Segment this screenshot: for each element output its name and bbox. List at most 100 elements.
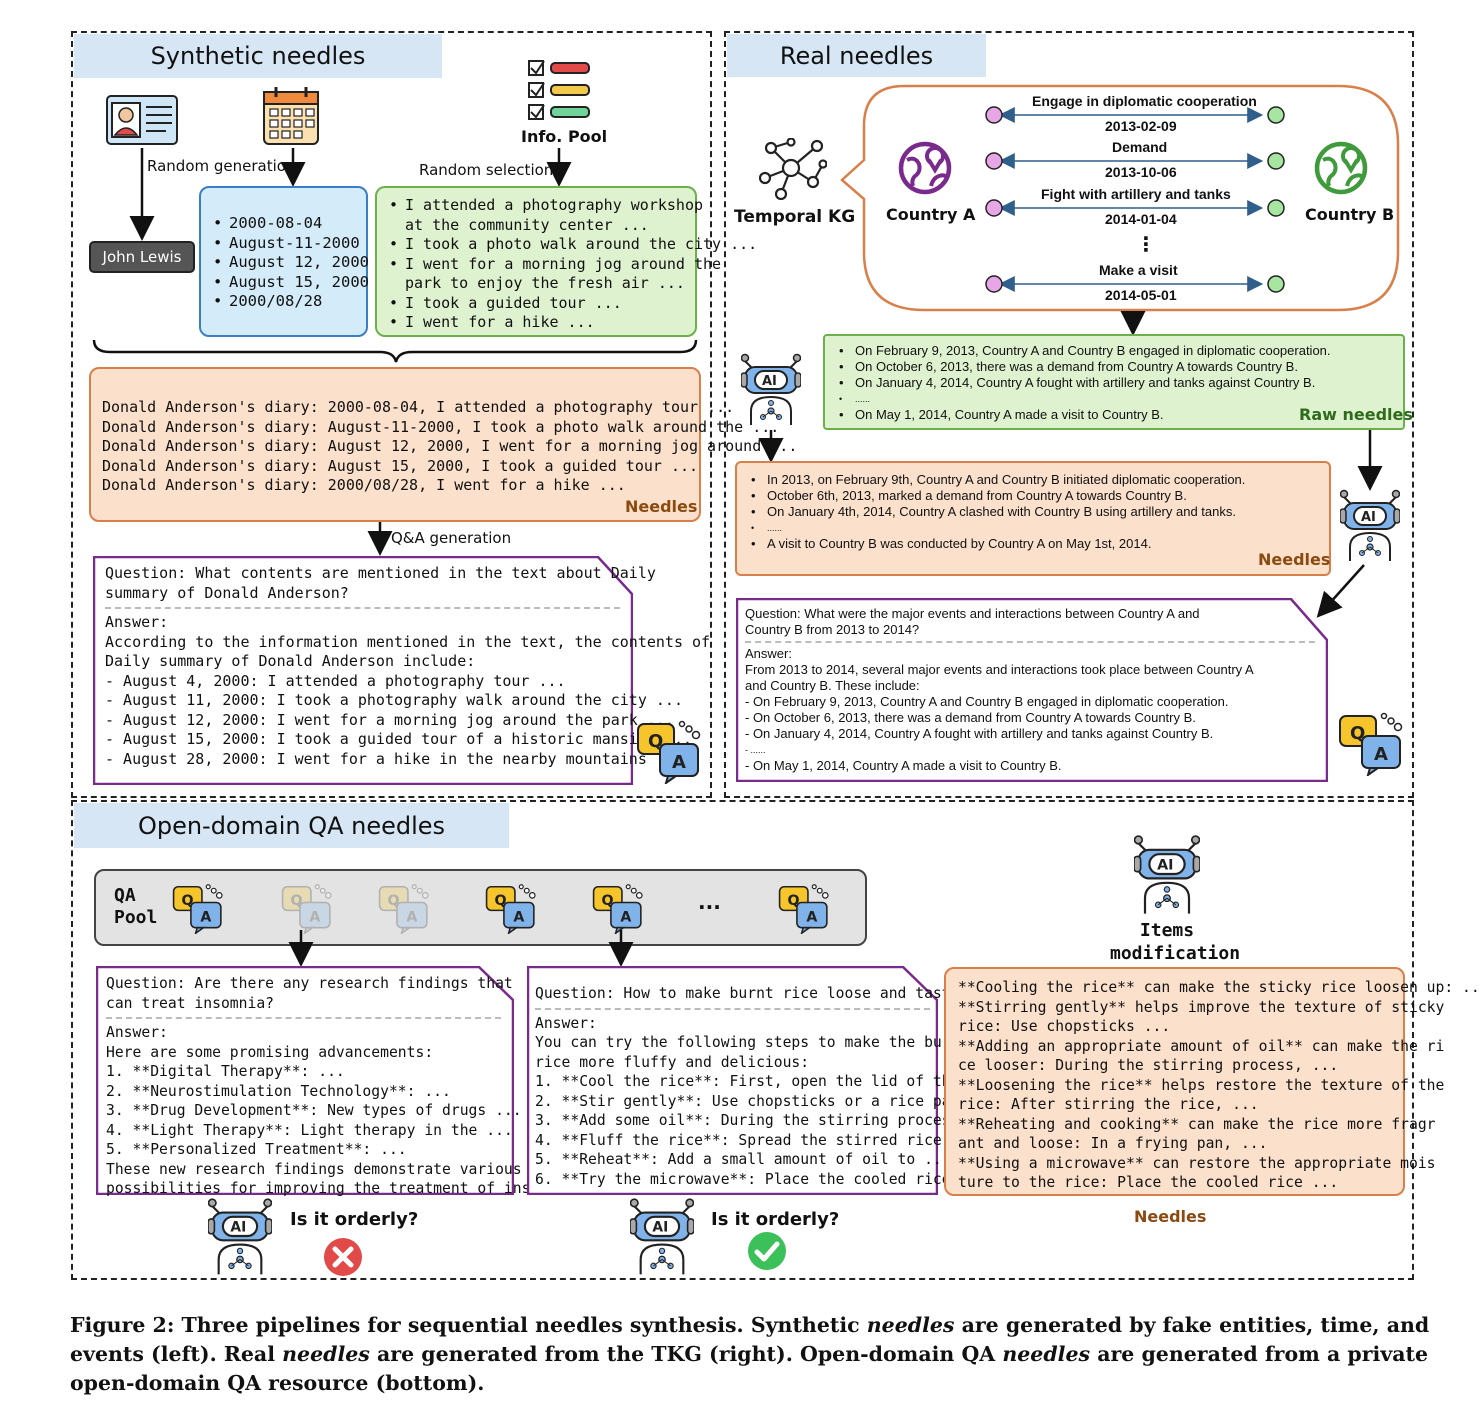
answer-line: 3. **Drug Development**: New types of dr… [106, 1102, 522, 1119]
raw-needles-tag: Raw needles [1299, 405, 1413, 424]
real-title: Real needles [727, 34, 986, 77]
answer-line: 3. **Add some oil**: During the stirring… [535, 1112, 995, 1129]
info-pool-label: Info. Pool [521, 127, 608, 146]
globe-icon [1313, 140, 1369, 196]
answer-line: You can try the following steps to make … [535, 1034, 969, 1051]
needles-tag: Needles [1258, 550, 1331, 569]
needle-line: **Reheating and cooking** can make the r… [958, 1115, 1436, 1133]
caption-text: are generated by fake entities, time, an… [70, 1313, 1430, 1366]
answer-line: - August 11, 2000: I took a photography … [105, 691, 683, 709]
svg-text:A: A [1374, 744, 1388, 765]
question-line: Question: What contents are mentioned in… [105, 564, 656, 582]
answer-line: 4. **Fluff the rice**: Spread the stirre… [535, 1131, 969, 1149]
question-line: Question: Are there any research finding… [106, 975, 513, 992]
name-badge: John Lewis [89, 241, 195, 273]
id-card-icon [106, 95, 178, 145]
answer-line: - On February 9, 2013, Country A and Cou… [745, 694, 1229, 709]
needle-line: ant and loose: In a frying pan, ... [958, 1135, 1268, 1152]
qa-pool-bar [94, 869, 867, 946]
raw-needle-item: On January 4, 2014, Country A fought wit… [837, 375, 1403, 391]
raw-needle-item: ...... [837, 391, 1403, 407]
orderly-question: Is it orderly? [711, 1209, 840, 1230]
svg-text:AI: AI [1361, 510, 1376, 525]
svg-text:Q: Q [648, 731, 663, 752]
answer-line: 4. **Light Therapy**: Light therapy in t… [106, 1121, 513, 1139]
needle-item: In 2013, on February 9th, Country A and … [749, 472, 1329, 488]
pool-ellipsis: ... [698, 890, 721, 914]
qa-pool-label: QA Pool [114, 885, 157, 929]
relation-label: Fight with artillery and tanks [1041, 186, 1231, 202]
event-item: I took a photo walk around the city ... [387, 235, 757, 255]
svg-text:Q: Q [1350, 723, 1365, 744]
relation-date: 2014-01-04 [1105, 211, 1177, 227]
caption-emphasis: needles [866, 1313, 955, 1337]
svg-text:A: A [513, 909, 524, 925]
svg-text:Q: Q [181, 893, 193, 909]
checklist-icon [527, 58, 593, 122]
qa-separator [106, 1017, 501, 1019]
caption-emphasis: needles [282, 1342, 370, 1366]
event-item: I went for a hike ... [387, 313, 695, 333]
temporal-kg-icon [757, 137, 828, 201]
svg-text:Q: Q [494, 893, 506, 909]
svg-text:A: A [309, 909, 320, 925]
needle-line: Donald Anderson's diary: August 15, 2000… [102, 456, 699, 475]
dates-box: 2000-08-04 August-11-2000 August 12, 200… [199, 186, 369, 337]
caption-text: are generated from the TKG (right). Open… [369, 1342, 1003, 1366]
answer-line: 6. **Try the microwave**: Place the cool… [535, 1170, 978, 1188]
orderly-question: Is it orderly? [290, 1209, 419, 1230]
answer-line: - ...... [745, 745, 766, 755]
needle-line: **Using a microwave** can restore the ap… [958, 1154, 1436, 1172]
qa-separator [105, 607, 620, 609]
qa-separator [745, 641, 1315, 643]
real-qa-card: Question: What were the major events and… [736, 598, 1328, 782]
figure-caption: Figure 2: Three pipelines for sequential… [70, 1311, 1430, 1398]
raw-needles-box: On February 9, 2013, Country A and Count… [823, 334, 1405, 430]
items-modification-label: Items modification [1110, 919, 1240, 965]
check-icon [746, 1230, 788, 1272]
answer-line: 1. **Cool the rice**: First, open the li… [535, 1073, 1022, 1090]
svg-text:AI: AI [762, 374, 777, 389]
svg-text:Q: Q [787, 893, 799, 909]
needle-item: ...... [749, 520, 1329, 536]
relation-date: 2013-02-09 [1105, 118, 1177, 134]
answer-line: Answer: [745, 646, 792, 661]
needle-line: **Adding an appropriate amount of oil** … [958, 1037, 1445, 1055]
needle-line: ture to the rice: Place the cooled rice … [958, 1174, 1339, 1191]
answer-line: These new research findings demonstrate … [106, 1160, 522, 1178]
needle-line: Donald Anderson's diary: 2000/08/28, I w… [102, 476, 626, 494]
needle-line: rice: After stirring the rice, ... [958, 1096, 1259, 1113]
question-line: can treat insomnia? [106, 994, 275, 1012]
raw-needle-item: On May 1, 2014, Country A made a visit t… [837, 407, 1403, 423]
synthetic-title: Synthetic needles [74, 34, 442, 78]
svg-text:A: A [806, 909, 817, 925]
qa-bubble-icon: Q A [1338, 710, 1404, 778]
robot-icon: AI [629, 1197, 695, 1275]
caption-emphasis: needles [1002, 1342, 1091, 1366]
synthetic-panel [71, 31, 712, 798]
calendar-icon [262, 86, 320, 146]
svg-text:Q: Q [601, 893, 613, 909]
answer-line: rice more fluffy and delicious: [535, 1053, 810, 1071]
date-item: 2000-08-04 [211, 214, 366, 234]
needles-tag: Needles [1134, 1207, 1207, 1226]
question-line: Question: How to make burnt rice loose a… [535, 985, 969, 1002]
answer-line: Answer: [535, 1014, 597, 1032]
svg-text:Q: Q [290, 893, 302, 909]
needle-item: October 6th, 2013, marked a demand from … [749, 488, 1329, 504]
answer-line: 2. **Neurostimulation Technology**: ... [106, 1082, 451, 1100]
pool-arrows [288, 930, 634, 967]
raw-needle-item: On February 9, 2013, Country A and Count… [837, 343, 1403, 359]
synthetic-qa-card: Question: What contents are mentioned in… [93, 556, 710, 785]
date-item: August-11-2000 [211, 234, 366, 254]
qa-pool-label-line: Pool [114, 907, 158, 928]
needle-line: Donald Anderson's diary: August 12, 2000… [102, 437, 798, 455]
open-needles-box: **Cooling the rice** can make the sticky… [944, 967, 1482, 1196]
robot-icon: AI [1339, 489, 1401, 561]
date-item: August 15, 2000 [211, 273, 369, 293]
needle-line: **Cooling the rice** can make the sticky… [958, 979, 1482, 996]
